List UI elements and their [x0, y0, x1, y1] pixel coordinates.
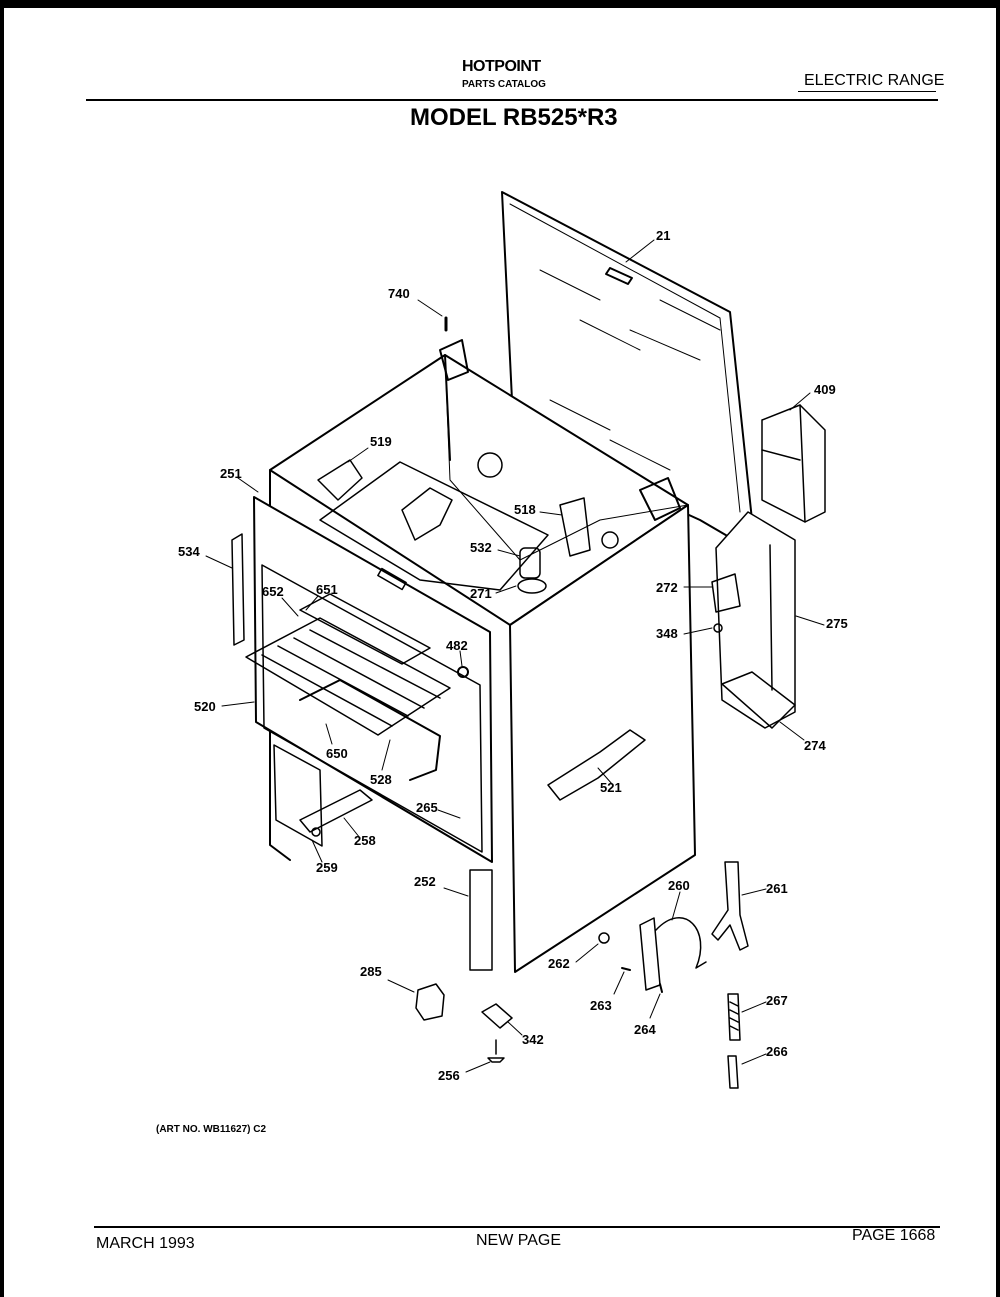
callout-532: 532 [470, 540, 492, 555]
callout-482: 482 [446, 638, 468, 653]
callout-258: 258 [354, 833, 376, 848]
side-trim-strip-shape [231, 533, 245, 646]
callout-650: 650 [326, 746, 348, 761]
callout-342: 342 [522, 1032, 544, 1047]
oven-rack-shape [245, 593, 451, 736]
screw-263-shape [621, 967, 631, 971]
spring-266-shape [727, 1055, 739, 1089]
callout-260: 260 [668, 878, 690, 893]
publish-date: MARCH 1993 [96, 1235, 195, 1252]
callout-518: 518 [514, 502, 536, 517]
callout-274: 274 [804, 738, 826, 753]
hinge-260-shape [639, 917, 707, 991]
page-frame-top [0, 0, 1000, 8]
category-underline [798, 91, 936, 92]
hinge-arm-261-shape [711, 861, 749, 951]
callout-271: 271 [470, 586, 492, 601]
callout-520: 520 [194, 699, 216, 714]
page-status: NEW PAGE [476, 1232, 562, 1249]
callout-labels: 21 740 409 519 251 518 534 532 652 651 2… [178, 228, 848, 1083]
callout-348: 348 [656, 626, 678, 641]
footer-rule [94, 1226, 940, 1228]
callout-285: 285 [360, 964, 382, 979]
clip-285-shape [415, 983, 445, 1021]
control-box-shape [761, 404, 826, 523]
back-panel-shape [711, 511, 796, 729]
callout-252: 252 [414, 874, 436, 889]
callout-267: 267 [766, 993, 788, 1008]
callout-652: 652 [262, 584, 284, 599]
hinge-252-shape [469, 869, 493, 971]
callout-528: 528 [370, 772, 392, 787]
product-category: ELECTRIC RANGE [804, 72, 945, 89]
callout-256: 256 [438, 1068, 460, 1083]
drawer-support-shape [273, 744, 373, 847]
callout-409: 409 [814, 382, 836, 397]
callout-275: 275 [826, 616, 848, 631]
callout-740: 740 [388, 286, 410, 301]
callout-272: 272 [656, 580, 678, 595]
oven-floor-shape [317, 459, 591, 594]
leader-lines [205, 239, 825, 1073]
callout-519: 519 [370, 434, 392, 449]
callout-262: 262 [548, 956, 570, 971]
callout-521: 521 [600, 780, 622, 795]
callout-21: 21 [656, 228, 670, 243]
callout-251: 251 [220, 466, 242, 481]
model-title: MODEL RB525*R3 [410, 104, 618, 131]
spring-267-shape [727, 993, 741, 1041]
brand-name: HOTPOINT [462, 58, 541, 75]
pin-264-shape [659, 983, 663, 993]
side-panel-bracket-shape [547, 729, 646, 801]
callout-259: 259 [316, 860, 338, 875]
callout-261: 261 [766, 881, 788, 896]
leveling-leg-256-shape [487, 1039, 505, 1063]
callout-264: 264 [634, 1022, 656, 1037]
catalog-label: PARTS CATALOG [462, 79, 546, 90]
callout-266: 266 [766, 1044, 788, 1059]
callout-534: 534 [178, 544, 200, 559]
cabinet-body-shape [269, 339, 696, 973]
art-number: (ART NO. WB11627) C2 [156, 1124, 267, 1135]
callout-651: 651 [316, 582, 338, 597]
callout-263: 263 [590, 998, 612, 1013]
callout-265: 265 [416, 800, 438, 815]
header-rule [86, 99, 938, 101]
bake-element-shape [299, 679, 441, 781]
screw-262-shape [598, 932, 610, 944]
leveling-bracket-342-shape [481, 1003, 513, 1029]
page-frame-left [0, 0, 4, 1297]
page-frame-right [996, 0, 1000, 1297]
page-number: PAGE 1668 [852, 1227, 936, 1244]
